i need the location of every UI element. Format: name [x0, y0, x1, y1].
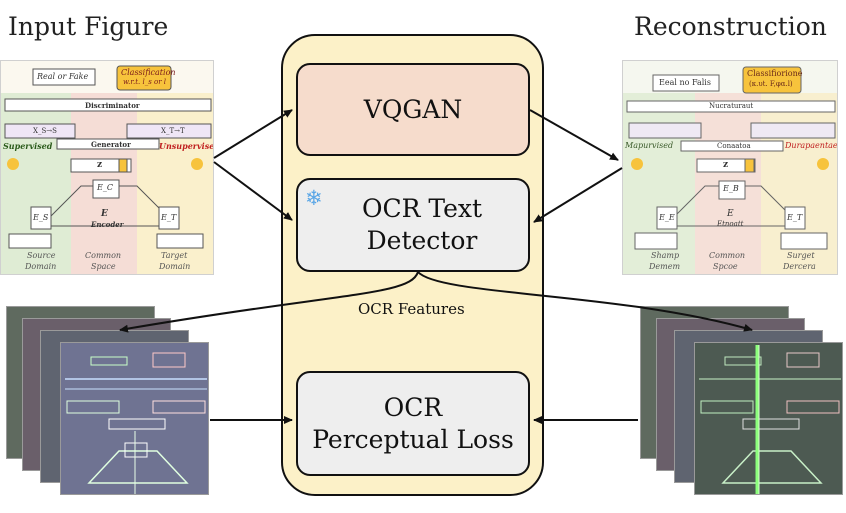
input-x-t-right: X_T→T	[161, 127, 185, 135]
ocr-features-label: OCR Features	[358, 300, 465, 318]
perceptual-loss-label-line1: OCR	[383, 392, 443, 422]
recon-common-space-1: Common	[709, 251, 746, 260]
input-e-s: E_S	[33, 213, 49, 222]
recon-encoder: Etnoatt	[717, 220, 744, 228]
input-common-space-2: Space	[91, 262, 116, 271]
reconstruction-heading: Reconstruction	[634, 12, 827, 41]
recon-encoder-symbol: E	[727, 209, 734, 219]
input-figure-heading: Input Figure	[8, 12, 169, 41]
input-z: z	[97, 160, 103, 170]
input-supervised: Supervised	[3, 141, 53, 151]
input-common-space-1: Common	[85, 251, 122, 260]
input-feature-map-4	[60, 342, 209, 495]
input-feature-map-pattern	[65, 352, 207, 494]
input-real-or-fake: Real or Fake	[37, 72, 89, 81]
input-target-domain-1: Target	[161, 251, 188, 260]
recon-e-s: E_E	[659, 213, 675, 222]
input-source-domain-2: Domain	[25, 262, 57, 271]
recon-source-domain-2: Demem	[649, 262, 681, 271]
input-e-t: E_T	[161, 213, 177, 222]
recon-feature-map-4	[694, 342, 843, 495]
recon-real-or-fake: Eeal no Falis	[659, 78, 711, 87]
input-generator: Generator	[91, 140, 131, 149]
text-detector-label-line1: OCR Text	[361, 194, 483, 223]
arrow-features-to-input-maps	[119, 271, 419, 333]
input-classification-sub: w.r.t. l_s or l	[123, 78, 167, 86]
arrow-reconstruction-to-detector	[533, 167, 623, 223]
arrow-input-to-vqgan	[213, 109, 293, 159]
input-unsupervised: Unsupervised	[159, 141, 214, 151]
recon-common-space-2: Spcoe	[713, 262, 738, 271]
text-detector-label-line2: Detector	[366, 226, 478, 255]
ocr-text-detector-module: OCR Text Detector	[296, 178, 530, 272]
reconstruction-background	[623, 66, 837, 274]
arrow-input-to-detector	[213, 161, 293, 221]
input-target-domain-2: Domain	[159, 262, 191, 271]
recon-generator: Conaatoa	[717, 142, 751, 150]
input-encoder: Encoder	[91, 220, 124, 229]
recon-e-c: E_B	[723, 184, 739, 193]
input-x-s-left: X_S→S	[33, 127, 57, 135]
input-source-domain-1: Source	[27, 251, 56, 260]
input-figure-thumbnail: Real or Fake Classification w.r.t. l_s o…	[0, 60, 214, 275]
recon-target-domain-2: Dercera	[783, 262, 816, 271]
vqgan-label: VQGAN	[363, 94, 463, 124]
recon-source-domain-1: Shamp	[651, 251, 680, 260]
recon-e-t: E_T	[787, 213, 803, 222]
recon-discriminator: Nucraturaut	[709, 102, 754, 110]
vqgan-module: VQGAN	[296, 63, 530, 156]
input-figure-background	[1, 65, 213, 274]
input-classification: Classification	[121, 68, 176, 77]
ocr-perceptual-loss-module: OCR Perceptual Loss	[296, 371, 530, 476]
arrow-vqgan-to-reconstruction	[529, 109, 619, 161]
snowflake-icon: ❄	[305, 186, 323, 210]
recon-classification-sub: (κ.υt. F,φα.l)	[749, 80, 793, 88]
recon-supervised: Mapurvised	[625, 141, 674, 150]
recon-z: z	[723, 160, 729, 170]
input-e-c: E_C	[97, 183, 113, 192]
recon-unsupervised: Durapaentae	[785, 141, 838, 150]
input-discriminator: Discriminator	[85, 101, 140, 110]
recon-classification: Classifiorione	[747, 69, 803, 78]
perceptual-loss-label-line2: Perceptual Loss	[312, 424, 514, 454]
reconstruction-thumbnail: Eeal no Falis Classifiorione (κ.υt. F,φα…	[622, 60, 838, 275]
recon-feature-map-pattern	[699, 345, 841, 494]
recon-target-domain-1: Surget	[787, 251, 815, 260]
input-encoder-symbol: E	[101, 209, 108, 219]
arrow-features-to-recon-maps	[417, 271, 753, 332]
